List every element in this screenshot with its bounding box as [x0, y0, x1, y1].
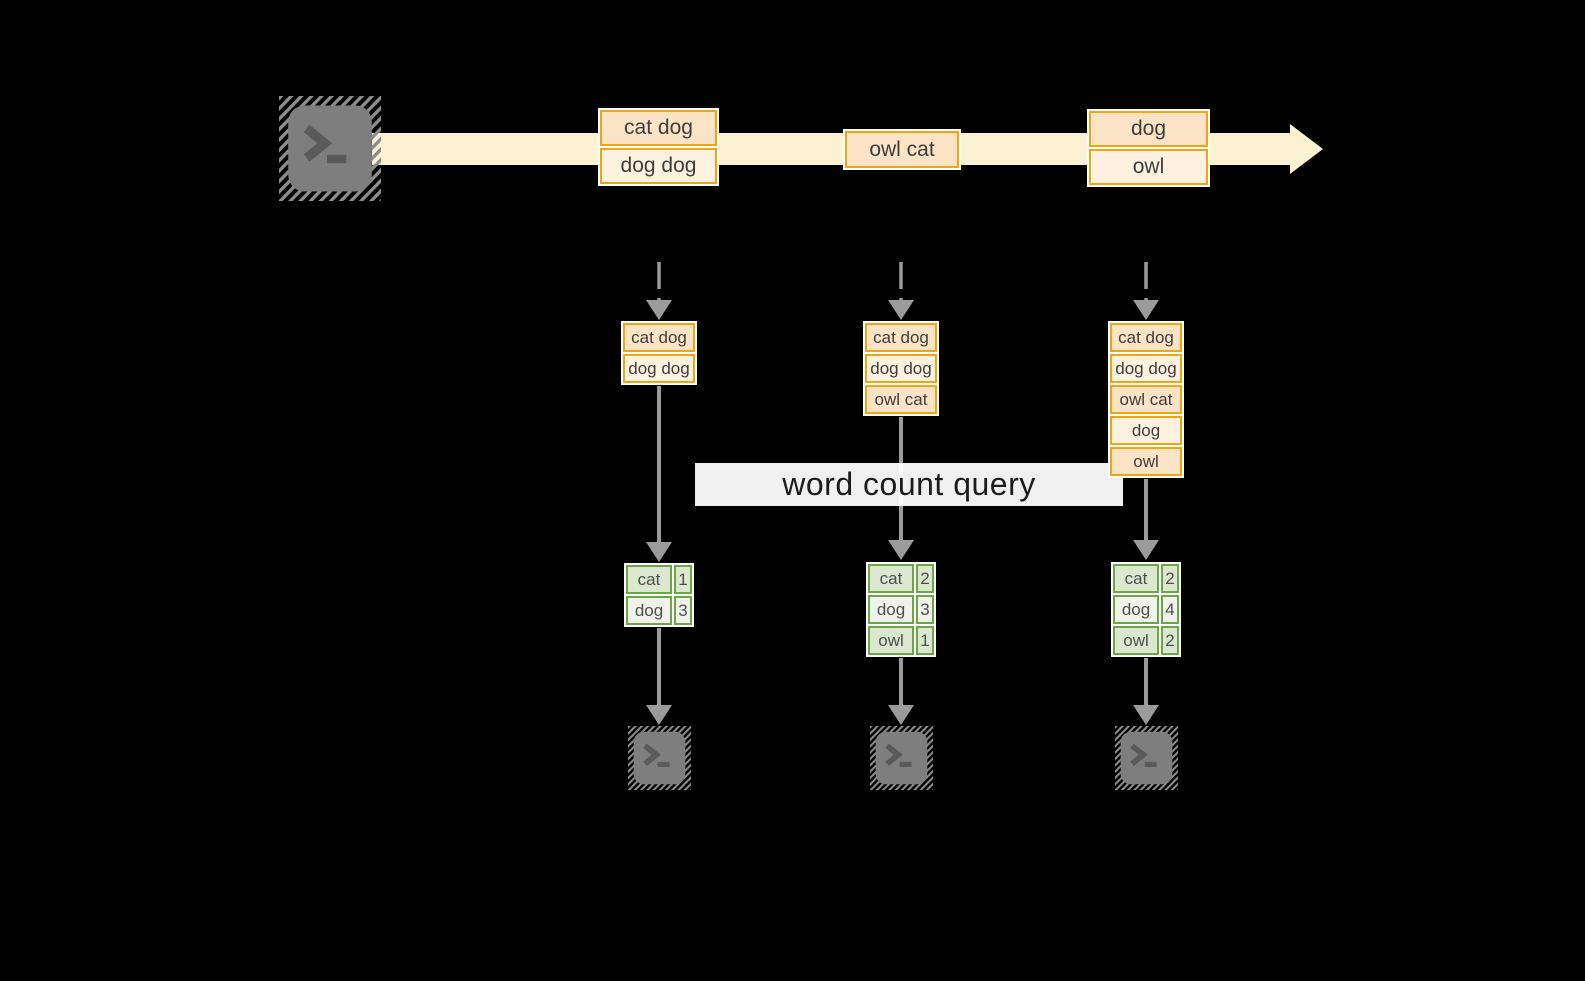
terminal-icon: [279, 96, 381, 201]
record-text: owl cat: [869, 137, 935, 161]
input-record: cat dog: [623, 323, 695, 352]
record-text: cat dog: [631, 327, 687, 347]
result-count: 2: [916, 564, 934, 593]
result-count: 2: [1161, 626, 1179, 655]
result-word: dog: [1113, 595, 1159, 624]
query-flow-arrow: [646, 386, 672, 562]
stream-timeline-arrowhead: [1290, 124, 1323, 174]
result-word: owl: [1113, 626, 1159, 655]
stream-record: owl cat: [845, 131, 959, 168]
input-record: owl: [1110, 447, 1182, 476]
result-table-1: cat 1 dog 3: [624, 563, 694, 627]
output-flow-arrow: [888, 658, 914, 725]
input-record: dog: [1110, 416, 1182, 445]
terminal-icon: [1115, 726, 1178, 790]
record-text: dog dog: [1115, 358, 1177, 378]
input-table-1: cat dog dog dog: [621, 321, 697, 385]
input-table-3: cat dog dog dog owl cat dog owl: [1108, 321, 1184, 478]
result-count: 2: [1161, 564, 1179, 593]
record-text: dog: [1130, 117, 1167, 140]
result-count: 4: [1161, 595, 1179, 624]
record-text: dog dog: [628, 358, 690, 378]
dashed-down-arrow: [1133, 262, 1159, 320]
result-count: 3: [674, 596, 692, 625]
input-record: dog dog: [1110, 354, 1182, 383]
record-text: owl cat: [874, 389, 928, 409]
input-record: cat dog: [1110, 323, 1182, 352]
record-text: cat dog: [624, 116, 693, 139]
stream-batch-1: cat dog dog dog: [598, 108, 719, 186]
stream-record: cat dog: [600, 110, 717, 146]
stream-batch-3: dog owl: [1087, 109, 1210, 187]
input-record: owl cat: [1110, 385, 1182, 414]
record-text: dog dog: [870, 358, 932, 378]
input-record: dog dog: [865, 354, 937, 383]
record-text: owl: [1132, 155, 1165, 178]
terminal-icon: [628, 726, 691, 790]
result-row: dog 4: [1113, 595, 1179, 624]
result-row: dog 3: [626, 596, 692, 625]
output-flow-arrow: [1133, 658, 1159, 725]
input-record: dog dog: [623, 354, 695, 383]
result-row: cat 2: [1113, 564, 1179, 593]
result-word: cat: [868, 564, 914, 593]
stream-record: dog dog: [600, 148, 717, 184]
input-record: cat dog: [865, 323, 937, 352]
record-text: dog dog: [620, 154, 697, 177]
record-text: owl cat: [1119, 389, 1173, 409]
result-word: dog: [868, 595, 914, 624]
terminal-icon: [870, 726, 933, 790]
stream-record: dog: [1089, 111, 1208, 147]
stream-record: owl: [1089, 149, 1208, 185]
result-table-3: cat 2 dog 4 owl 2: [1111, 562, 1181, 657]
record-text: dog: [1131, 420, 1161, 440]
query-label: word count query: [782, 466, 1036, 502]
result-word: owl: [868, 626, 914, 655]
result-count: 3: [916, 595, 934, 624]
result-table-2: cat 2 dog 3 owl 1: [866, 562, 936, 657]
result-count: 1: [916, 626, 934, 655]
stream-batch-2: owl cat: [843, 129, 961, 170]
result-row: owl 1: [868, 626, 934, 655]
result-row: cat 2: [868, 564, 934, 593]
query-flow-arrow: [1133, 479, 1159, 560]
result-row: dog 3: [868, 595, 934, 624]
result-word: cat: [626, 565, 672, 594]
result-row: cat 1: [626, 565, 692, 594]
record-text: owl: [1133, 451, 1159, 471]
result-word: cat: [1113, 564, 1159, 593]
output-flow-arrow: [646, 628, 672, 725]
record-text: cat dog: [1118, 327, 1174, 347]
result-row: owl 2: [1113, 626, 1179, 655]
dashed-down-arrow: [646, 262, 672, 320]
record-text: cat dog: [873, 327, 929, 347]
input-table-2: cat dog dog dog owl cat: [863, 321, 939, 416]
result-word: dog: [626, 596, 672, 625]
result-count: 1: [674, 565, 692, 594]
query-label-band: word count query: [695, 463, 1123, 506]
input-record: owl cat: [865, 385, 937, 414]
dashed-down-arrow: [888, 262, 914, 320]
